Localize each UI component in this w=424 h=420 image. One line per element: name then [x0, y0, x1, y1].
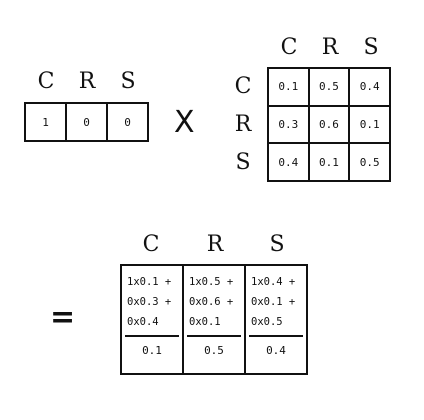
result-vector: 1x0.1 + 0x0.3 + 0x0.4 0.1 1x0.5 + 0x0.6 + 0x… [120, 264, 308, 375]
matrix-cell: 0.4 [349, 68, 390, 106]
result-cell-r: 1x0.5 + 0x0.6 + 0x0.1 0.5 [183, 265, 245, 374]
vector-cell-s: 0 [107, 103, 148, 141]
calc-line: 0x0.6 + [189, 296, 234, 308]
result-header-c: C [142, 232, 160, 257]
calc-line: 0x0.5 [251, 316, 283, 328]
result-header-s: S [269, 232, 285, 257]
calc-line: 0x0.3 + [127, 296, 172, 308]
matrix-cell: 0.3 [268, 105, 309, 144]
result-value: 0.4 [266, 344, 286, 357]
calc-line: 1x0.1 + [127, 276, 172, 288]
matrix-cell: 0.6 [308, 105, 350, 144]
calculation-lines: 1x0.5 + 0x0.6 + 0x0.1 [189, 272, 233, 332]
matrix-row-header-c: C [234, 74, 252, 99]
sum-rule [249, 335, 303, 337]
calc-line: 0x0.4 [127, 316, 159, 328]
matrix-cell: 0.5 [349, 143, 390, 181]
sum-rule [125, 335, 179, 337]
matrix-col-header-r: R [321, 35, 339, 60]
matrix-cell: 0.1 [349, 105, 390, 144]
matrix-row-header-s: S [235, 150, 251, 175]
result-header-r: R [206, 232, 224, 257]
matrix-col-header-s: S [363, 35, 379, 60]
matrix-cell: 0.1 [308, 143, 350, 181]
matrix-row-header-r: R [234, 112, 252, 137]
calc-line: 1x0.4 + [251, 276, 296, 288]
sum-rule [187, 335, 241, 337]
calc-line: 1x0.5 + [189, 276, 234, 288]
matrix-cell: 0.5 [308, 68, 350, 106]
result-cell-c: 1x0.1 + 0x0.3 + 0x0.4 0.1 [121, 265, 183, 374]
equals-sign: = [50, 300, 76, 335]
result-value: 0.1 [142, 344, 162, 357]
matrix-col-header-c: C [280, 35, 298, 60]
vector-cell-r: 0 [66, 103, 107, 141]
vector-header-r: R [78, 69, 96, 94]
multiply-sign: X [174, 105, 195, 140]
vector-header-s: S [120, 69, 136, 94]
matrix-cell: 0.1 [268, 68, 309, 106]
vector-row: 1 0 0 [24, 102, 149, 142]
transition-matrix: 0.1 0.5 0.4 0.3 0.6 0.1 0.4 0.1 0.5 [267, 67, 391, 182]
vector-header-c: C [37, 69, 55, 94]
matrix-cell: 0.4 [268, 143, 309, 181]
calc-line: 0x0.1 + [251, 296, 296, 308]
calculation-lines: 1x0.4 + 0x0.1 + 0x0.5 [251, 272, 295, 332]
calc-line: 0x0.1 [189, 316, 221, 328]
result-cell-s: 1x0.4 + 0x0.1 + 0x0.5 0.4 [245, 265, 307, 374]
vector-cell-c: 1 [25, 103, 66, 141]
calculation-lines: 1x0.1 + 0x0.3 + 0x0.4 [127, 272, 171, 332]
result-value: 0.5 [204, 344, 224, 357]
